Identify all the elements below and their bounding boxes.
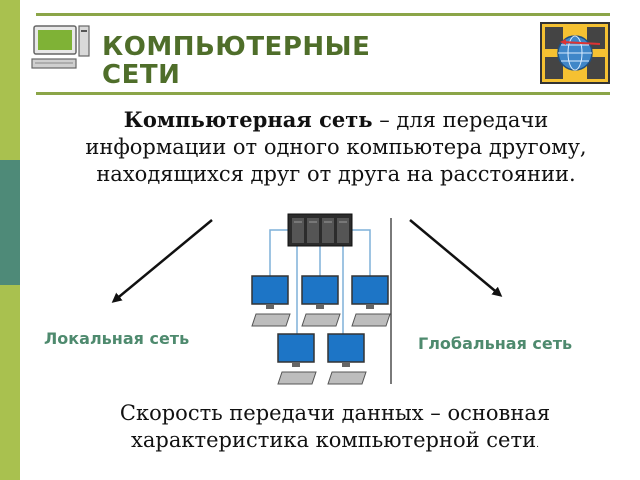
monitor-icon — [251, 275, 291, 327]
arrow-to-global — [409, 219, 503, 297]
bottom-statement: Скорость передачи данных – основная хара… — [40, 400, 630, 459]
sidebar-accent-middle — [0, 160, 20, 285]
monitor-icon — [351, 275, 391, 327]
monitor-icon — [277, 333, 317, 385]
bottom-statement-text: Скорость передачи данных – основная хара… — [119, 401, 551, 452]
server-rack-icon — [287, 213, 353, 247]
computer-icon — [31, 25, 90, 69]
globe-network-icon — [540, 22, 610, 84]
sidebar-accent-top — [0, 0, 20, 160]
monitor-icon — [327, 333, 367, 385]
sidebar-accent-bottom — [0, 285, 20, 480]
global-network-label: Глобальная сеть — [418, 334, 573, 353]
monitor-icon — [301, 275, 341, 327]
top-rule — [36, 13, 610, 16]
header-rule — [36, 92, 610, 95]
page-title: КОМПЬЮТЕРНЫЕ СЕТИ — [102, 32, 371, 90]
definition-text: Компьютерная сеть – для передачи информа… — [62, 106, 610, 188]
local-network-label: Локальная сеть — [44, 329, 190, 348]
bottom-statement-tail: . — [536, 440, 539, 450]
definition-term: Компьютерная сеть — [123, 107, 373, 132]
definition-rest: – для передачи информации от одного комп… — [85, 108, 587, 186]
arrow-to-local — [111, 219, 213, 303]
